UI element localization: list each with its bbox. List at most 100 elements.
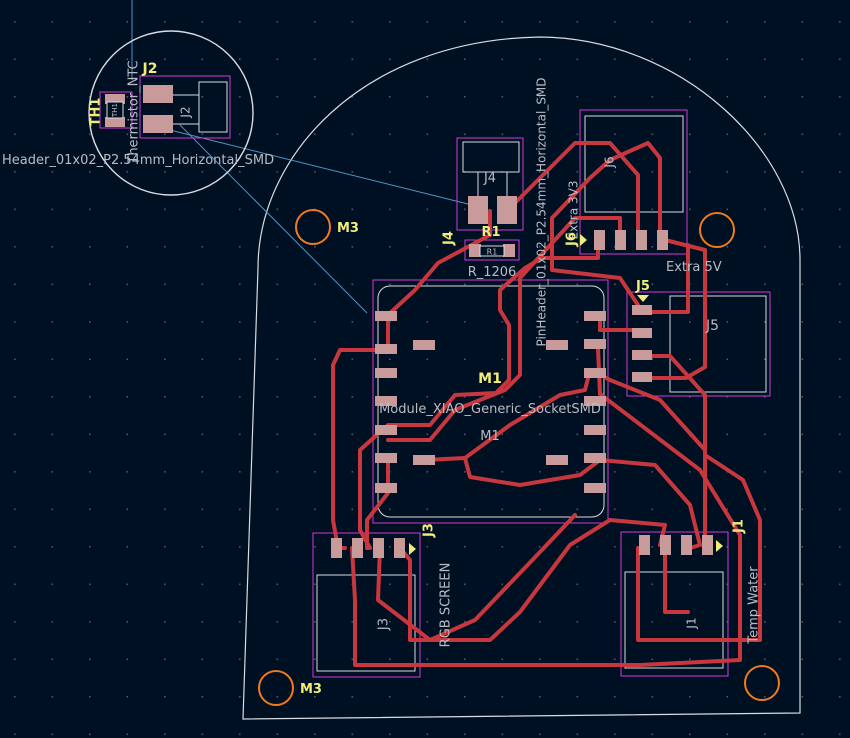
labels: J4 J4 R1 R1 R_1206 PinHeader_01x02_P2.54… [377, 77, 762, 647]
grid-dot [351, 246, 354, 248]
m1-pad-i3 [413, 455, 435, 465]
j5-pad-3 [632, 350, 652, 360]
grid-dot [126, 696, 129, 698]
grid-dot [801, 208, 804, 211]
j3-pad-4 [331, 538, 342, 558]
grid-dot [764, 396, 766, 398]
grid-dot [164, 621, 166, 623]
grid-dot [726, 433, 729, 436]
grid-dot [426, 733, 429, 736]
grid-dot [614, 396, 616, 398]
grid-dot [164, 21, 166, 23]
grid-dot [726, 171, 729, 173]
m1-pad-r5 [584, 425, 606, 435]
grid-dot [201, 583, 204, 586]
grid-dot [14, 358, 16, 361]
grid-dot [801, 283, 804, 286]
grid-dot [726, 508, 729, 511]
grid-dot [501, 96, 504, 98]
grid-dot [89, 471, 91, 473]
grid-dot [614, 658, 616, 661]
r1-pad-2 [503, 244, 515, 257]
mounting-hole-top-left[interactable]: M3 [295, 209, 359, 245]
grid-dot [426, 696, 429, 698]
mounting-hole-bottom-left[interactable]: M3 [258, 670, 322, 706]
th1-pad-2[interactable] [105, 117, 125, 127]
grid-dot [614, 471, 616, 473]
thermistor-value: Thermistor_NTC [127, 60, 142, 164]
grid-dot [764, 246, 766, 248]
grid-dot [351, 21, 354, 23]
grid-dot [839, 471, 841, 473]
mounting-hole-top-right[interactable] [699, 212, 735, 248]
grid-dot [426, 471, 429, 473]
grid-dot [726, 321, 729, 323]
grid-dot [89, 21, 91, 23]
grid-dot [14, 658, 16, 661]
grid-dot [651, 96, 654, 98]
grid-dot [464, 283, 466, 286]
grid-dot [689, 621, 691, 623]
grid-dot [426, 321, 429, 323]
grid-dot [314, 283, 316, 286]
grid-dot [651, 21, 654, 23]
grid-dot [651, 508, 654, 511]
j2-pad-1[interactable] [143, 85, 173, 103]
grid-dot [651, 358, 654, 361]
mounting-hole-bottom-right[interactable] [744, 665, 780, 701]
j5-pad-2 [632, 328, 652, 338]
grid-dot [351, 283, 354, 286]
m1-pad-l2 [375, 344, 397, 354]
grid-dot [126, 658, 129, 661]
grid-dot [126, 733, 129, 736]
grid-dot [501, 583, 504, 586]
j2-body [198, 81, 228, 133]
th1-pad-1[interactable] [105, 94, 125, 104]
grid-dot [539, 96, 541, 98]
grid-dot [539, 208, 541, 211]
grid-dot [276, 208, 279, 211]
grid-dot [164, 133, 166, 136]
thermistor-assembly[interactable]: TH1 TH1 Thermistor_NTC J2 J2 Header_01x0… [2, 30, 274, 196]
grid-dot [651, 246, 654, 248]
j4-pad-1 [468, 196, 488, 224]
grid-dot [839, 658, 841, 661]
grid-dot [726, 396, 729, 398]
grid-dot [539, 733, 541, 736]
grid-dot [276, 471, 279, 473]
grid-dot [314, 58, 316, 61]
grid-dot [126, 208, 129, 211]
j2-pad-2[interactable] [143, 115, 173, 133]
grid-dot [276, 246, 279, 248]
grid-dot [464, 658, 466, 661]
grid-dot [464, 433, 466, 436]
m1-pad-i4 [546, 455, 568, 465]
grid-dot [276, 321, 279, 323]
grid-dot [839, 621, 841, 623]
grid-dot [764, 208, 766, 211]
grid-dot [126, 171, 129, 173]
grid-dot [764, 696, 766, 698]
j4-body [462, 141, 520, 173]
grid-dot [201, 133, 204, 136]
grid-dot [576, 58, 579, 61]
grid-dot [726, 358, 729, 361]
grid-dot [464, 58, 466, 61]
grid-dot [351, 621, 354, 623]
j4-pad-2 [497, 196, 517, 224]
grid-dot [501, 133, 504, 136]
grid-dot [14, 208, 16, 211]
grid-dot [576, 733, 579, 736]
grid-dot [801, 733, 804, 736]
grid-dot [126, 546, 129, 548]
grid-dot [164, 246, 166, 248]
grid-dot [801, 658, 804, 661]
m1-reference: M1 [478, 371, 502, 387]
grid-dot [726, 208, 729, 211]
grid-dot [314, 321, 316, 323]
pads[interactable] [331, 196, 713, 558]
grid-dot [201, 433, 204, 436]
grid-dot [464, 696, 466, 698]
grid-dot [839, 433, 841, 436]
